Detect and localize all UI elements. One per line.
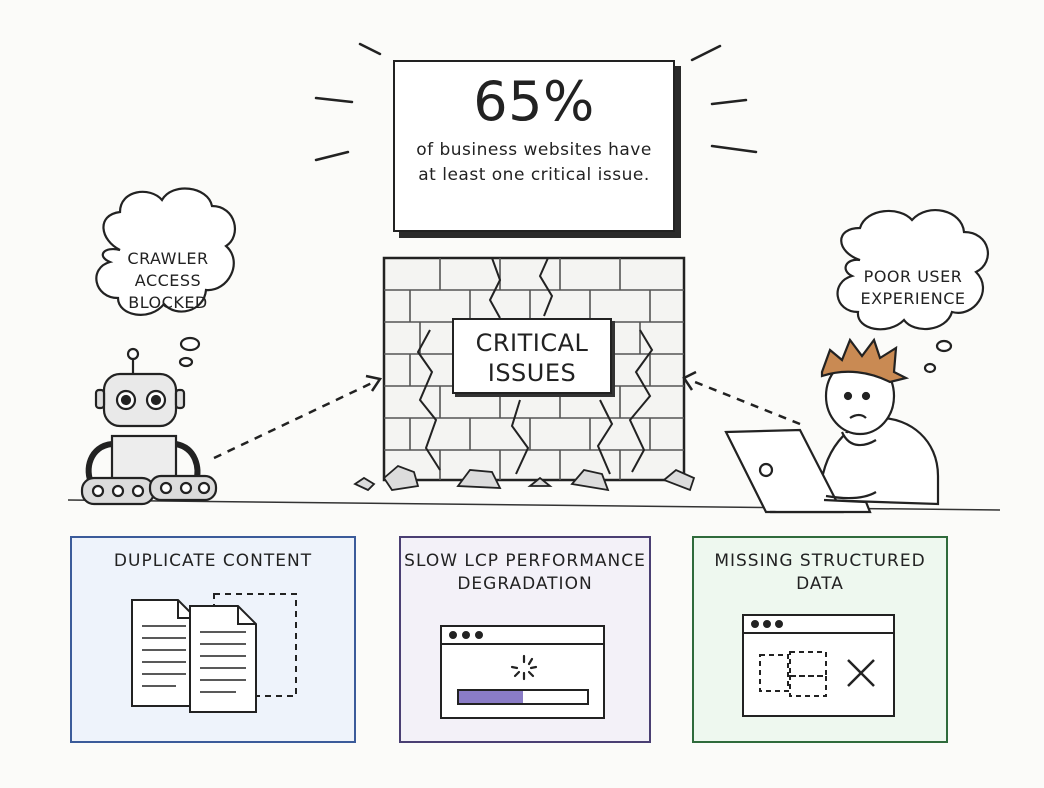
slow-loading-browser-icon [440,625,605,719]
arrow-user-to-wall [682,370,801,426]
emphasis-lines [314,42,758,162]
thought-cloud-left [95,187,236,368]
thought-cloud-right [836,209,989,374]
robot-illustration [80,347,218,506]
panel-title: SLOW LCP PERFORMANCE DEGRADATION [404,551,646,594]
panel-title: DUPLICATE CONTENT [113,551,313,571]
arrow-robot-to-wall [213,374,383,460]
statistic-caption: of business websites have at least one c… [416,140,652,185]
statistic-card: 65% of business websites have at least o… [393,60,675,232]
crawler-thought-text: CRAWLER ACCESS BLOCKED [127,249,209,312]
frustrated-user-illustration [724,337,940,514]
missing-data-browser-icon [742,614,895,717]
critical-issues-sign: CRITICAL ISSUES [452,318,612,394]
statistic-value: 65% [473,70,595,133]
user-thought-text: POOR USER EXPERIENCE [860,267,966,308]
progress-bar-fill [458,690,523,704]
duplicate-documents-icon [131,593,297,713]
panel-title: MISSING STRUCTURED DATA [714,551,926,594]
